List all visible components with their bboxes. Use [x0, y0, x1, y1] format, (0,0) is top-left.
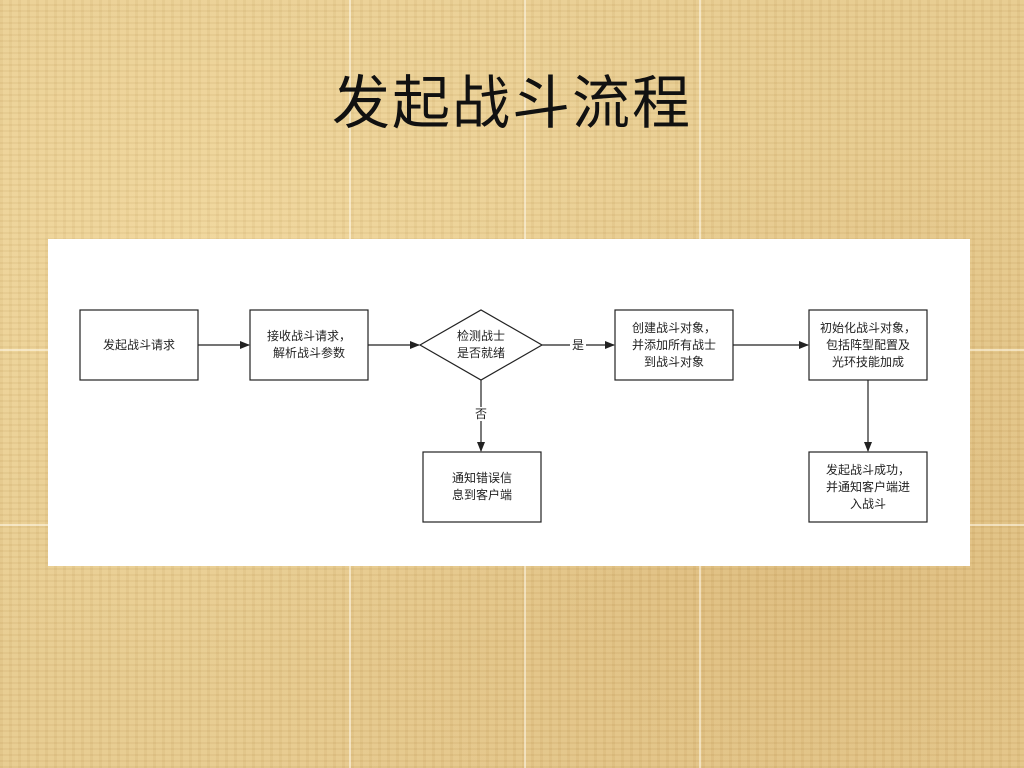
node-create-box: [614, 309, 734, 381]
node-receive-box: [249, 309, 369, 381]
slide-title: 发起战斗流程: [331, 69, 692, 137]
flowchart-canvas: [79, 309, 928, 523]
node-init-label: 初始化战斗对象， 包括阵型配置及 光环技能加成: [819, 320, 916, 369]
node-create-label: 创建战斗对象， 并添加所有战士 到战斗对象: [631, 320, 716, 369]
node-receive-label: 接收战斗请求， 解析战斗参数: [266, 329, 351, 360]
node-success-box: [808, 451, 928, 523]
node-init-box: [808, 309, 928, 381]
node-success-label: 发起战斗成功， 并通知客户端进 入战斗: [825, 462, 910, 511]
node-error-box: [422, 451, 542, 523]
node-error-label: 通知错误信 息到客户端: [451, 471, 512, 502]
node-start-label: 发起战斗请求: [102, 337, 175, 352]
flowchart-panel: 发起战斗请求 接收战斗请求， 解析战斗参数 检测战士 是否就绪 创建战斗对象， …: [48, 239, 970, 566]
edge-label-no: 否: [473, 407, 490, 421]
edge-label-yes: 是: [570, 338, 587, 352]
node-check-label: 检测战士 是否就绪: [456, 329, 505, 360]
